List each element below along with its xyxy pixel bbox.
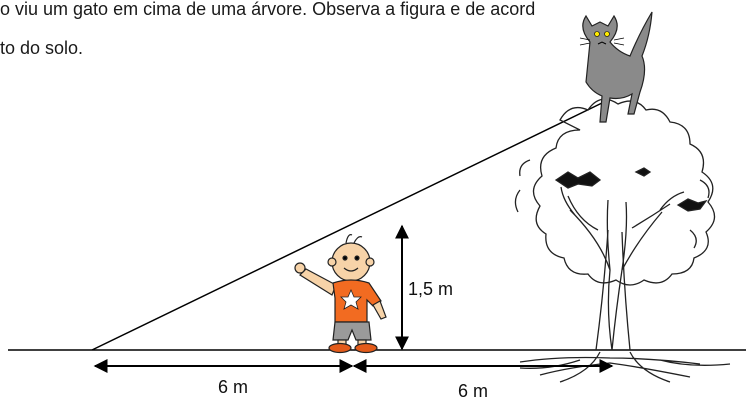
- distance-right-label: 6 m: [458, 381, 488, 399]
- problem-text-line-1: o viu um gato em cima de uma árvore. Obs…: [0, 0, 536, 19]
- problem-text-line-2: to do solo.: [0, 38, 84, 58]
- boy-icon: [294, 234, 387, 354]
- boy-height-label: 1,5 m: [408, 279, 453, 299]
- distance-left-label: 6 m: [218, 377, 248, 397]
- tree-icon: [514, 98, 731, 383]
- cat-icon: [579, 11, 653, 123]
- sight-line: [91, 102, 603, 351]
